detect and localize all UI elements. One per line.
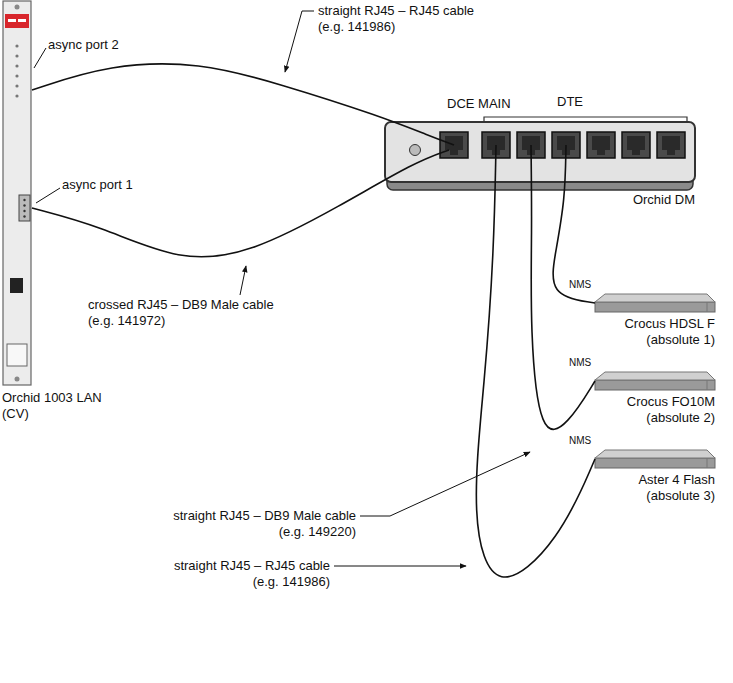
device-name: Aster 4 Flash (absolute 3) — [595, 472, 715, 504]
modem-unit-outline — [595, 294, 715, 312]
device-name: Crocus HDSL F (absolute 1) — [595, 316, 715, 348]
modem-unit-outline — [595, 450, 715, 468]
text-slot: Aster 4 Flash (absolute 3) — [595, 472, 715, 504]
port-name: NMS — [569, 279, 599, 291]
modem-unit-outline — [595, 372, 715, 390]
line-card: Orchid 1003 LAN (CV) — [2, 0, 32, 386]
text-slot: crossed RJ45 – DB9 Male cable (e.g. 1419… — [88, 297, 288, 329]
port-callout: async port 2 — [48, 37, 138, 53]
text-slot: async port 1 — [62, 177, 152, 193]
port-name: NMS — [569, 357, 599, 369]
text-slot: straight RJ45 – RJ45 cable (e.g. 141986) — [318, 3, 488, 35]
cable-callout: straight RJ45 – DB9 Male cable (e.g. 149… — [156, 508, 356, 540]
text-slot: DTE — [557, 94, 597, 110]
text-slot: NMS — [569, 357, 599, 369]
text-slot: NMS — [569, 435, 599, 447]
cable — [553, 145, 595, 303]
text-slot: DCE MAIN — [447, 96, 537, 112]
text-slot: straight RJ45 – RJ45 cable (e.g. 141986) — [160, 558, 330, 590]
text-slot: straight RJ45 – DB9 Male cable (e.g. 149… — [156, 508, 356, 540]
cable — [32, 64, 454, 145]
text-slot: Orchid 1003 LAN (CV) — [2, 390, 122, 422]
text-slot: Orchid DM — [580, 192, 695, 208]
modem-unit: NMSCrocus FO10M (absolute 2) — [595, 372, 715, 390]
text-slot: Crocus FO10M (absolute 2) — [595, 394, 715, 426]
leader-line — [34, 48, 46, 68]
cable-callout: straight RJ45 – RJ45 cable (e.g. 141986) — [160, 558, 330, 590]
line-card-outline — [2, 0, 32, 386]
cable — [531, 145, 595, 429]
leader-arrow — [285, 11, 314, 72]
port-callout: async port 1 — [62, 177, 152, 193]
text-slot: Crocus HDSL F (absolute 1) — [595, 316, 715, 348]
unit-name: Orchid DM — [580, 192, 695, 208]
device-name: Crocus FO10M (absolute 2) — [595, 394, 715, 426]
text-slot: async port 2 — [48, 37, 138, 53]
leader-arrow — [334, 566, 466, 567]
cable-callout: crossed RJ45 – DB9 Male cable (e.g. 1419… — [88, 297, 288, 329]
cable — [476, 145, 595, 577]
cable-callout: straight RJ45 – RJ45 cable (e.g. 141986) — [318, 3, 488, 35]
leader-arrow — [240, 266, 246, 295]
port-name: NMS — [569, 435, 599, 447]
card-name: Orchid 1003 LAN (CV) — [2, 390, 122, 422]
port-group-name: DTE — [557, 94, 597, 110]
modem-unit: NMSCrocus HDSL F (absolute 1) — [595, 294, 715, 312]
modem-unit: NMSAster 4 Flash (absolute 3) — [595, 450, 715, 468]
text-slot: NMS — [569, 279, 599, 291]
cable — [32, 150, 449, 257]
port-name: DCE MAIN — [447, 96, 537, 112]
leader-arrow — [360, 452, 530, 516]
leader-line — [36, 188, 60, 203]
